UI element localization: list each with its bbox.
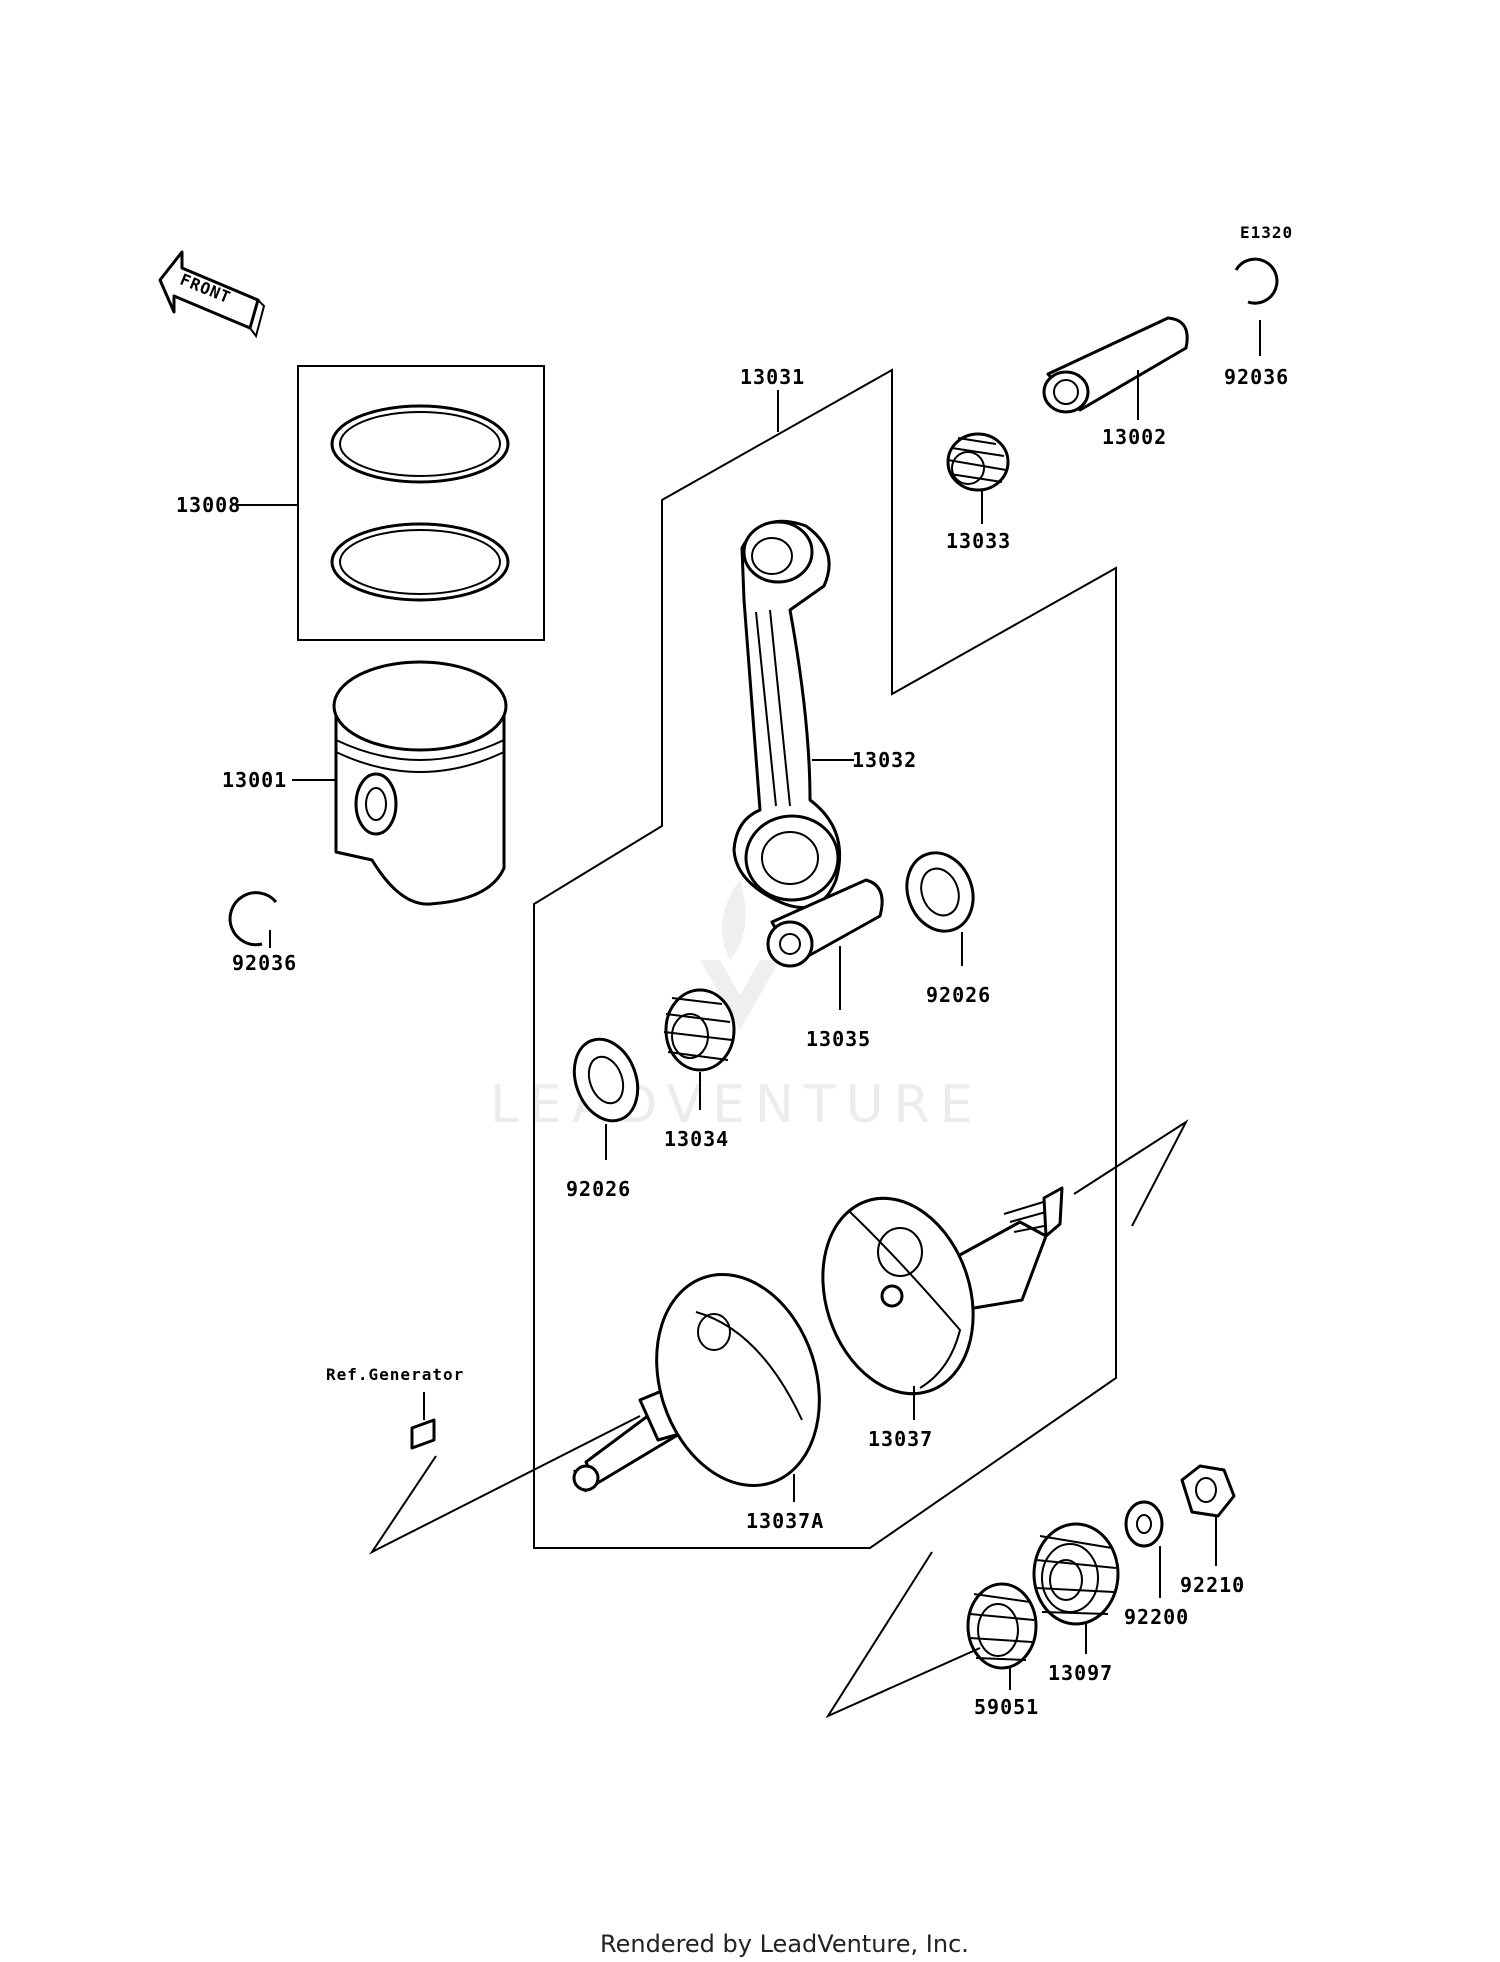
piston-rings bbox=[236, 365, 545, 641]
woodruff-key bbox=[410, 1418, 436, 1450]
label-13001: 13001 bbox=[222, 768, 287, 792]
label-92036-left: 92036 bbox=[232, 951, 297, 975]
kit-outline-13031 bbox=[533, 368, 1117, 1549]
flange-nut bbox=[1180, 1464, 1236, 1566]
needle-bearing-big-end bbox=[663, 988, 736, 1110]
crankshaft-left bbox=[572, 1272, 821, 1502]
label-92200: 92200 bbox=[1124, 1605, 1189, 1629]
crankshaft-right bbox=[821, 1186, 1064, 1420]
render-credit: Rendered by LeadVenture, Inc. bbox=[600, 1930, 969, 1958]
projection-lines-lower bbox=[825, 1551, 981, 1719]
projection-lines-upper bbox=[1073, 1119, 1189, 1227]
label-13035: 13035 bbox=[806, 1027, 871, 1051]
ref-generator-label: Ref.Generator bbox=[326, 1365, 464, 1384]
circlip-left bbox=[228, 891, 278, 948]
label-59051: 59051 bbox=[974, 1695, 1039, 1719]
projection-lines-left bbox=[369, 1415, 641, 1555]
piston bbox=[292, 660, 508, 906]
label-92210: 92210 bbox=[1180, 1573, 1245, 1597]
watermark: LEADVENTURE bbox=[490, 1075, 983, 1135]
label-92026-left: 92026 bbox=[566, 1177, 631, 1201]
diagram-code: E1320 bbox=[1240, 223, 1293, 242]
label-92026-right: 92026 bbox=[926, 983, 991, 1007]
label-13002: 13002 bbox=[1102, 425, 1167, 449]
piston-pin bbox=[1042, 316, 1189, 420]
gear-59051 bbox=[966, 1582, 1038, 1690]
watermark-logo bbox=[700, 880, 780, 1030]
gear-13097 bbox=[1032, 1522, 1120, 1654]
label-92036-right: 92036 bbox=[1224, 365, 1289, 389]
label-13033: 13033 bbox=[946, 529, 1011, 553]
label-13031: 13031 bbox=[740, 365, 805, 389]
label-13037: 13037 bbox=[868, 1427, 933, 1451]
needle-bearing-small-end bbox=[946, 432, 1010, 524]
circlip-right bbox=[1234, 257, 1279, 356]
label-13097: 13097 bbox=[1048, 1661, 1113, 1685]
label-13034: 13034 bbox=[664, 1127, 729, 1151]
crankpin bbox=[766, 878, 884, 1010]
label-13008: 13008 bbox=[176, 493, 241, 517]
label-13037A: 13037A bbox=[746, 1509, 824, 1533]
front-arrow-icon: FRONT bbox=[158, 250, 266, 339]
label-13032: 13032 bbox=[852, 748, 917, 772]
thrust-washer-right bbox=[905, 851, 975, 966]
thrust-washer-left bbox=[572, 1037, 640, 1160]
connecting-rod bbox=[732, 519, 854, 910]
washer-92200 bbox=[1124, 1500, 1164, 1598]
